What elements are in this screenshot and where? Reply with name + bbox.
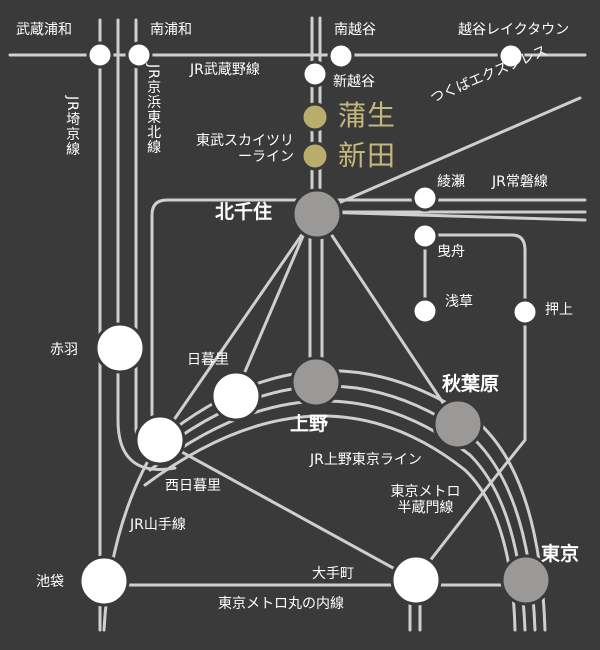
tsukuba-express-line xyxy=(316,96,582,214)
line-marunouchi-label: 東京メトロ丸の内線 xyxy=(218,596,344,612)
station-akihabara-label: 秋葉原 xyxy=(442,373,500,395)
yamanote-arc-4 xyxy=(143,414,517,632)
station-ayase-label: 綾瀬 xyxy=(437,174,465,190)
line-jr-yamanote-label: JR山手線 xyxy=(130,517,186,533)
station-otemachi-label: 大手町 xyxy=(312,566,354,582)
station-nishi-nippori-marker xyxy=(134,414,186,466)
station-ueno-marker xyxy=(290,356,342,408)
station-tokyo-label: 東京 xyxy=(541,543,580,565)
station-koshigaya-laketown-label: 越谷レイクタウン xyxy=(458,22,570,38)
station-nippori-marker xyxy=(210,370,262,422)
station-ueno-label: 上野 xyxy=(290,413,329,435)
kitasenju-nippori-line xyxy=(233,213,314,397)
station-nishi-nippori-label: 西日暮里 xyxy=(165,478,221,494)
station-kita-senju-marker xyxy=(291,188,343,240)
station-akihabara-marker xyxy=(432,398,484,450)
station-oshiage-label: 押上 xyxy=(545,302,573,318)
station-minami-koshigaya-marker xyxy=(327,42,355,70)
station-ayase-marker xyxy=(411,184,439,212)
line-jr-musashino-label: JR武蔵野線 xyxy=(190,62,260,78)
joban-line xyxy=(150,198,587,422)
station-musashi-urawa-label: 武蔵浦和 xyxy=(16,22,72,38)
line-jr-joban-label: JR常磐線 xyxy=(492,174,548,190)
station-akabane-marker xyxy=(94,322,146,374)
station-tokyo-marker xyxy=(500,554,552,606)
line-jr-saikyo-label: JR埼京線 xyxy=(64,96,81,157)
station-oshiage-marker xyxy=(511,298,539,326)
keihin-tohoku-line-a xyxy=(116,18,177,471)
station-hikifune-label: 曳舟 xyxy=(437,244,465,260)
kitasenju-akihabara-line xyxy=(323,223,459,426)
chiyoda-diagonal xyxy=(158,438,417,582)
station-asakusa-label: 浅草 xyxy=(445,294,473,310)
station-otemachi-marker xyxy=(390,554,442,606)
station-kita-senju-label: 北千住 xyxy=(215,201,273,223)
station-gamo-label: 蒲生 xyxy=(338,99,397,132)
line-jr-keihin-tohoku-label: JR京浜東北線 xyxy=(145,64,162,155)
station-shinden-label: 新田 xyxy=(338,139,397,172)
station-minami-urawa-label: 南浦和 xyxy=(150,22,192,38)
station-shin-koshigaya-label: 新越谷 xyxy=(333,74,375,90)
station-shin-koshigaya-marker xyxy=(301,60,329,88)
station-musashi-urawa-marker xyxy=(86,41,114,69)
station-minami-koshigaya-label: 南越谷 xyxy=(334,22,376,38)
station-akabane-label: 赤羽 xyxy=(50,342,78,358)
line-hanzomon-label: 東京メトロ半蔵門線 xyxy=(390,484,461,517)
kitasenju-nishinippori-line xyxy=(158,218,314,442)
station-asakusa-marker xyxy=(411,297,439,325)
station-gamo-marker xyxy=(300,102,330,132)
station-minami-urawa-marker xyxy=(125,41,153,69)
station-nippori-label: 日暮里 xyxy=(187,352,229,368)
station-hikifune-marker xyxy=(411,222,439,250)
station-ikebukuro-label: 池袋 xyxy=(36,574,64,590)
station-shinden-marker xyxy=(300,141,330,171)
line-jr-ueno-tokyo-label: JR上野東京ライン xyxy=(310,452,422,468)
station-koshigaya-laketown-marker xyxy=(497,42,525,70)
kitasenju-east-line-b xyxy=(316,210,587,222)
station-ikebukuro-marker xyxy=(78,555,130,607)
line-tobu-skytree-label: 東武スカイツリーライン xyxy=(196,133,294,166)
